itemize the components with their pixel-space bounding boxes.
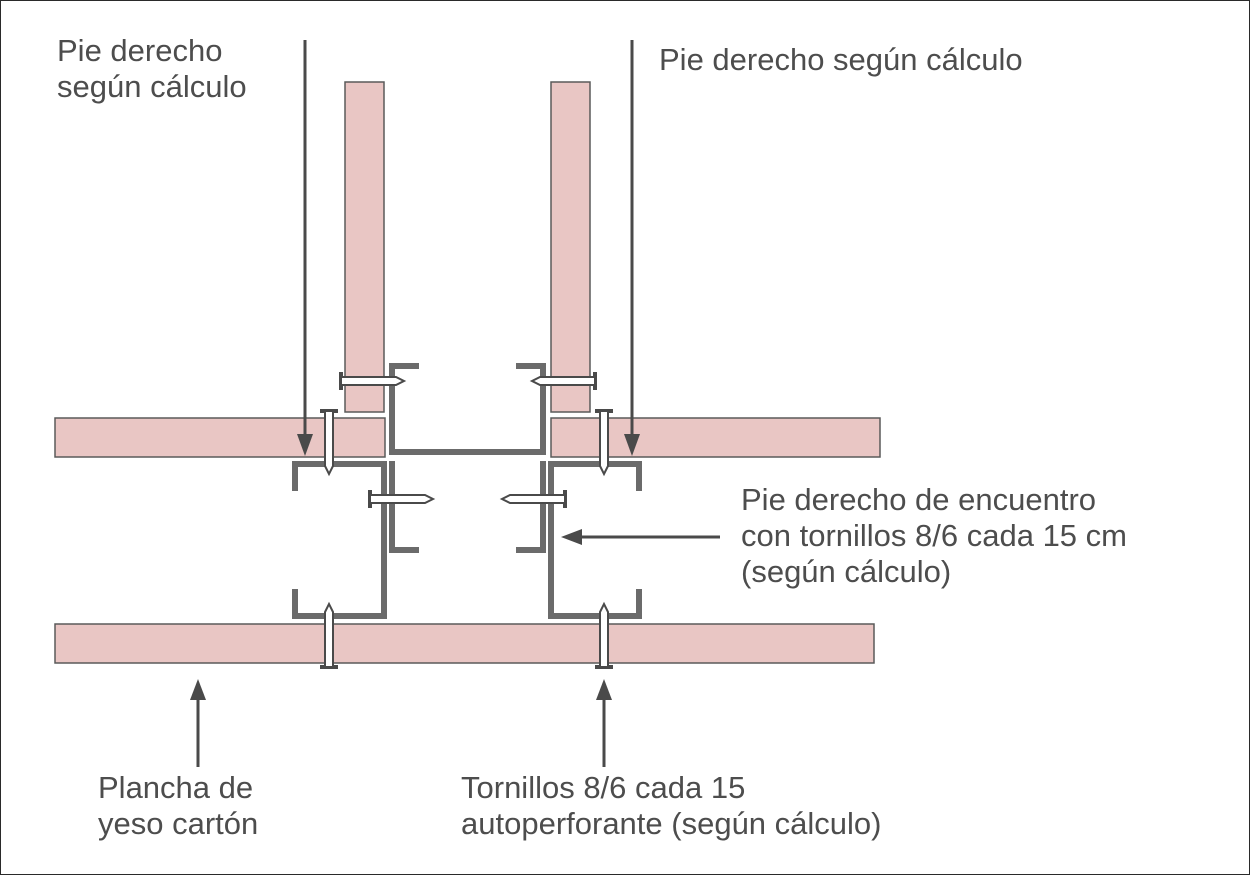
screws xyxy=(320,372,613,669)
steel-profiles xyxy=(292,363,642,619)
label-line: (según cálculo) xyxy=(741,554,952,589)
screw-icon xyxy=(595,601,613,669)
screw-icon xyxy=(320,409,338,477)
screw-icon xyxy=(339,372,407,390)
vertical-board-right xyxy=(550,81,591,413)
label-top-left: Pie derecho según cálculo xyxy=(57,33,247,105)
screw-icon xyxy=(529,372,597,390)
label-line: yeso cartón xyxy=(98,806,259,841)
top-left-c-profile xyxy=(292,461,387,491)
bottom-left-c-profile xyxy=(292,461,387,619)
upper-h-profile xyxy=(389,363,546,455)
screw-icon xyxy=(595,409,613,477)
label-line: autoperforante (según cálculo) xyxy=(461,806,882,841)
center-right-profile xyxy=(516,461,546,553)
label-bottom-left: Plancha de yeso cartón xyxy=(98,770,258,842)
arrow-up-icon xyxy=(596,679,612,767)
label-bottom-right: Tornillos 8/6 cada 15 autoperforante (se… xyxy=(461,770,881,842)
center-left-profile xyxy=(389,461,419,553)
label-line: Pie derecho de encuentro xyxy=(741,482,1097,517)
vertical-board-left xyxy=(344,81,385,413)
label-line: según cálculo xyxy=(57,69,247,104)
screw-icon xyxy=(368,490,436,508)
bottom-right-c-profile xyxy=(548,461,642,619)
arrow-down-icon xyxy=(624,40,640,456)
label-top-right: Pie derecho según cálculo xyxy=(659,42,1023,78)
label-line: Pie derecho según cálculo xyxy=(659,42,1023,77)
arrow-up-icon xyxy=(190,679,206,767)
label-line: Tornillos 8/6 cada 15 xyxy=(461,770,746,805)
label-line: con tornillos 8/6 cada 15 cm xyxy=(741,518,1127,553)
horizontal-board-top-left xyxy=(54,417,386,458)
screw-icon xyxy=(320,601,338,669)
callout-arrows xyxy=(190,40,720,767)
label-middle-right: Pie derecho de encuentro con tornillos 8… xyxy=(741,482,1127,590)
horizontal-board-bottom xyxy=(54,623,875,664)
arrow-left-icon xyxy=(561,529,720,545)
arrow-down-icon xyxy=(297,40,313,456)
label-line: Pie derecho xyxy=(57,33,223,68)
label-line: Plancha de xyxy=(98,770,254,805)
screw-icon xyxy=(499,490,567,508)
top-right-c-profile xyxy=(548,461,642,491)
